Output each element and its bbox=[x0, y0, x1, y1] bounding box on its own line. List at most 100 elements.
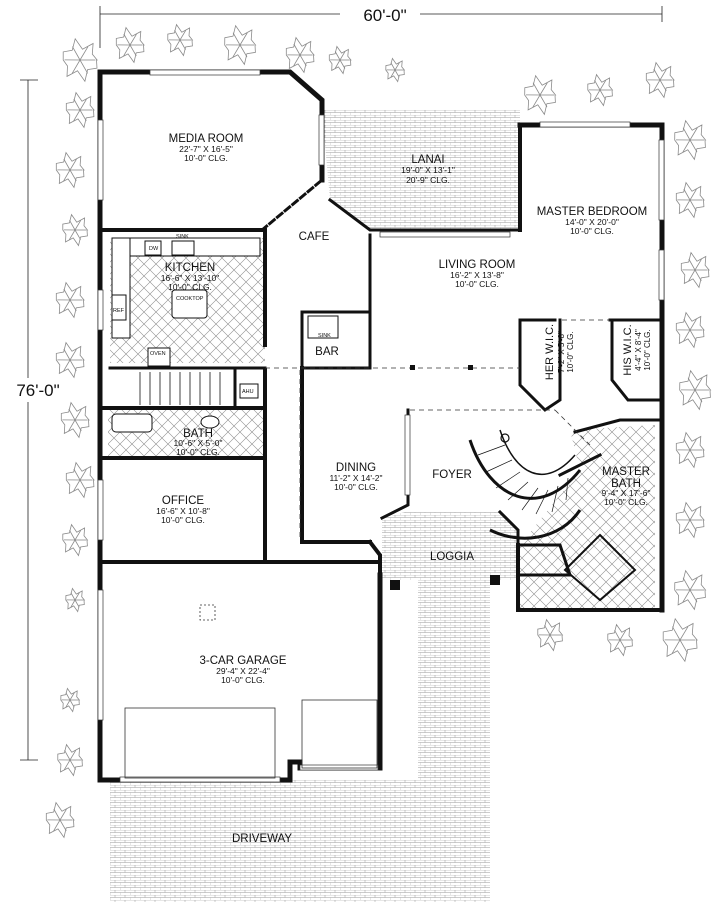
shrub-branch bbox=[334, 59, 341, 69]
garage-name: 3-CAR GARAGE bbox=[200, 655, 287, 667]
shrub-branch bbox=[688, 258, 696, 271]
master-bedroom-size: 14'-0" X 20'-0" bbox=[565, 217, 619, 227]
shrub-branch bbox=[232, 32, 241, 46]
shrub-branch bbox=[689, 449, 697, 462]
shrub bbox=[537, 618, 564, 652]
shrub-branch bbox=[694, 269, 702, 282]
dining-ceiling: 10'-0" CLG. bbox=[334, 482, 378, 492]
ahu-label: AHU bbox=[242, 389, 254, 395]
master-bath-ceiling: 10'-0" CLG. bbox=[604, 497, 648, 507]
sink-label: SINK bbox=[176, 234, 189, 240]
shrub bbox=[45, 801, 75, 839]
floor-finishes bbox=[108, 110, 655, 902]
shrub-branch bbox=[549, 634, 556, 645]
shrub-branch bbox=[239, 32, 248, 46]
bar-name: BAR bbox=[315, 346, 339, 358]
shrub-branch bbox=[689, 139, 698, 153]
master-bedroom-ceiling: 10'-0" CLG. bbox=[570, 226, 614, 236]
shrub-branch bbox=[689, 127, 698, 141]
shrub-branch bbox=[69, 759, 76, 770]
shrub-branch bbox=[532, 82, 541, 96]
ahu-icon bbox=[239, 383, 259, 399]
shrub-branch bbox=[73, 109, 81, 122]
bathtub-icon bbox=[111, 413, 153, 433]
office-ceiling: 10'-0" CLG. bbox=[161, 515, 205, 525]
width-dimension: 60'-0" bbox=[363, 6, 406, 25]
shrub-branch bbox=[683, 318, 691, 331]
shrub-branch bbox=[79, 109, 87, 122]
shrub-branch bbox=[73, 98, 81, 111]
shrub-branch bbox=[65, 692, 71, 701]
shrub-branch bbox=[123, 44, 131, 57]
her-wic-name: HER W.I.C. bbox=[544, 324, 556, 380]
shrub-branch bbox=[619, 639, 626, 650]
windows bbox=[97, 69, 665, 783]
shrub-branch bbox=[74, 229, 81, 240]
shrub-branch bbox=[394, 69, 400, 78]
shrub bbox=[224, 24, 257, 66]
shrub bbox=[65, 91, 95, 129]
shrub bbox=[62, 523, 89, 557]
shrub-branch bbox=[694, 389, 703, 403]
shrub-branch bbox=[69, 692, 75, 701]
master-bath-name-2: BATH bbox=[611, 478, 641, 490]
shrub-branch bbox=[69, 288, 77, 301]
shrub-branch bbox=[79, 98, 87, 111]
shrub bbox=[62, 213, 89, 247]
shrub-branch bbox=[599, 80, 607, 91]
dw-label: DW bbox=[149, 246, 159, 252]
shrub-branch bbox=[63, 299, 71, 312]
shrub-branch bbox=[129, 33, 137, 46]
shrub-branch bbox=[689, 519, 697, 532]
shrub-branch bbox=[683, 188, 691, 201]
lanai-name: LANAI bbox=[411, 154, 444, 166]
shrub-branch bbox=[683, 508, 691, 521]
his-wic-ceiling: 10'-0" CLG. bbox=[643, 329, 652, 370]
shrub-branch bbox=[69, 750, 77, 761]
shrub-branch bbox=[123, 33, 131, 46]
shrub-branch bbox=[659, 79, 667, 92]
shrub-branch bbox=[74, 539, 81, 550]
shrub bbox=[115, 26, 145, 64]
cooktop-label: COOKTOP bbox=[176, 296, 204, 302]
shrub-branch bbox=[73, 479, 81, 492]
shrub-branch bbox=[532, 94, 541, 108]
shrub-branch bbox=[683, 519, 691, 532]
shrub-branch bbox=[682, 589, 691, 603]
shrub-branch bbox=[63, 759, 71, 770]
shrub-branch bbox=[71, 59, 81, 74]
foyer-name: FOYER bbox=[432, 469, 472, 481]
his-wic-size: 4'-4" X 8'-4" bbox=[634, 329, 643, 371]
shrub-branch bbox=[74, 599, 80, 608]
shrub-branch bbox=[682, 139, 691, 153]
shrub-branch bbox=[687, 389, 696, 403]
living-room-size: 16'-2" X 13'-8" bbox=[450, 270, 504, 280]
shrub-branch bbox=[683, 329, 691, 342]
shrub-branch bbox=[390, 69, 396, 78]
shrub-branch bbox=[53, 808, 61, 821]
shrub-branch bbox=[679, 626, 689, 641]
media-room-name: MEDIA ROOM bbox=[169, 133, 244, 145]
shrub bbox=[57, 743, 84, 777]
shrub-branch bbox=[671, 639, 681, 654]
curved-staircase bbox=[468, 429, 582, 540]
shrub bbox=[524, 74, 557, 116]
shrub bbox=[55, 281, 85, 319]
bath-name: BATH bbox=[183, 428, 213, 440]
shrub-branch bbox=[59, 819, 67, 832]
shrub-branch bbox=[74, 530, 82, 541]
shrub-branch bbox=[683, 438, 691, 451]
shrub-branch bbox=[689, 329, 697, 342]
oven-icon bbox=[147, 347, 171, 367]
shrub-branch bbox=[74, 592, 80, 601]
kitchen-island bbox=[171, 289, 208, 319]
shrub bbox=[60, 401, 90, 439]
columns bbox=[390, 365, 500, 590]
closet-labels: HER W.I.C. 7'-2" X 5'-8" 10'-0" CLG. HIS… bbox=[544, 324, 652, 380]
shrub bbox=[680, 251, 710, 289]
shrub-branch bbox=[539, 82, 548, 96]
shrub-branch bbox=[79, 468, 87, 481]
dining-name: DINING bbox=[336, 462, 376, 474]
fridge-icon bbox=[111, 294, 127, 321]
